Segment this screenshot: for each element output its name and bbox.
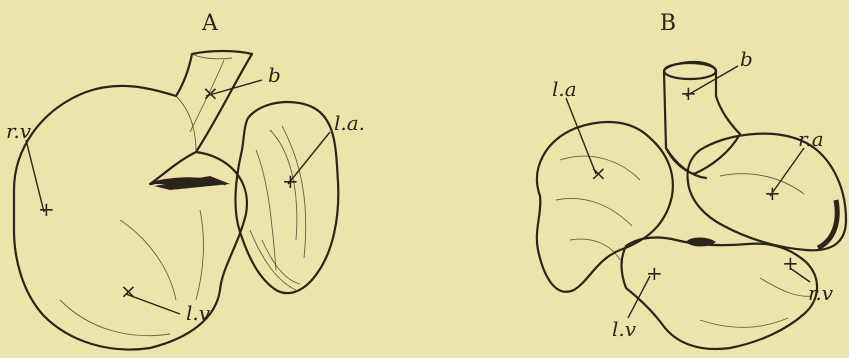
panel-a: A × +	[6, 11, 365, 350]
panel-b-label-la: l.a	[552, 77, 577, 101]
panel-b-label-rv: r.v	[808, 281, 834, 305]
panel-b-marker-lv: +	[646, 261, 663, 285]
panel-b-marker-la: ×	[590, 161, 607, 185]
panel-b-label-b: b	[740, 47, 753, 71]
panel-b-marker-rv: +	[782, 251, 799, 275]
panel-b-label-ra: r.a	[798, 127, 824, 151]
panel-b-title: B	[660, 11, 676, 36]
panel-b-vessel-shape	[664, 62, 740, 178]
panel-a-title: A	[201, 11, 219, 36]
panel-b-marker-ra: +	[764, 181, 781, 205]
panel-b-marker-b: +	[680, 81, 697, 105]
panel-b-leaders: × + + + +	[566, 66, 810, 318]
panel-a-label-lv: l.v	[186, 301, 211, 325]
panel-a-marker-rv: +	[38, 197, 55, 221]
panel-a-marker-lv: ×	[120, 279, 137, 303]
panel-a-label-b: b	[268, 63, 281, 87]
panel-a-leaders: × + × +	[26, 80, 330, 314]
panel-a-label-rv: r.v	[6, 119, 32, 143]
panel-b-label-lv: l.v	[612, 317, 637, 341]
panel-a-left-atrium-shape	[236, 102, 339, 293]
panel-a-marker-la: +	[282, 169, 299, 193]
panel-a-label-la: l.a.	[334, 111, 365, 135]
panel-b: B	[537, 11, 846, 349]
panel-a-marker-b: ×	[202, 81, 219, 105]
